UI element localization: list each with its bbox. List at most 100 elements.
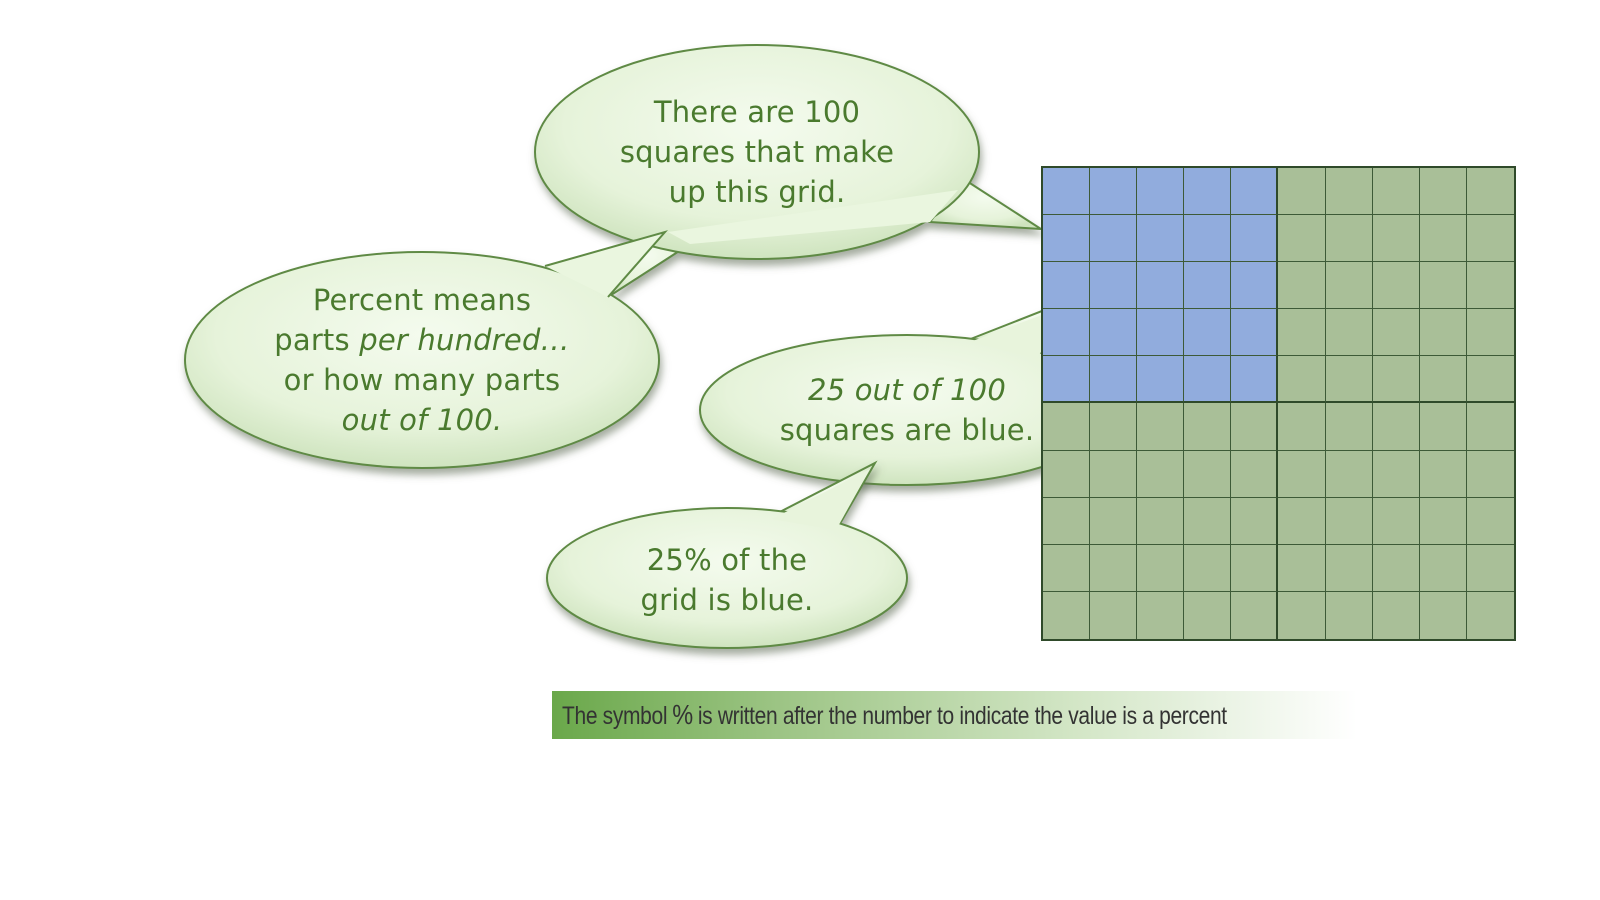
- grid-square-green: [1137, 591, 1185, 639]
- grid-count-line-3: up this grid.: [668, 175, 846, 209]
- grid-square-green: [1466, 262, 1514, 310]
- percent-meaning-bubble: [184, 251, 660, 469]
- grid-square-green: [1325, 168, 1373, 216]
- grid-square-green: [1372, 215, 1420, 263]
- grid-square-green: [1043, 591, 1091, 639]
- grid-square-green: [1090, 450, 1138, 498]
- grid-square-green: [1231, 544, 1279, 592]
- blue-percent-line-2: grid is blue.: [640, 583, 814, 617]
- grid-square-blue: [1184, 356, 1232, 404]
- grid-square-blue: [1231, 262, 1279, 310]
- percent-meaning-line-4: out of 100.: [232, 400, 612, 440]
- grid-square-green: [1466, 450, 1514, 498]
- grid-square-green: [1325, 262, 1373, 310]
- grid-square-blue: [1231, 168, 1279, 216]
- grid-square-blue: [1231, 356, 1279, 404]
- grid-square-green: [1184, 450, 1232, 498]
- grid-square-blue: [1184, 168, 1232, 216]
- grid-square-green: [1372, 591, 1420, 639]
- grid-square-green: [1137, 403, 1185, 451]
- grid-square-green: [1419, 262, 1467, 310]
- grid-square-green: [1372, 309, 1420, 357]
- grid-square-green: [1184, 403, 1232, 451]
- grid-square-green: [1466, 591, 1514, 639]
- grid-square-blue: [1137, 262, 1185, 310]
- grid-count-line-2: squares that make: [619, 135, 895, 169]
- grid-square-green: [1137, 497, 1185, 545]
- grid-square-green: [1278, 403, 1326, 451]
- grid-square-green: [1325, 450, 1373, 498]
- grid-square-blue: [1090, 356, 1138, 404]
- grid-square-blue: [1137, 309, 1185, 357]
- grid-square-green: [1278, 215, 1326, 263]
- grid-square-green: [1278, 591, 1326, 639]
- grid-square-green: [1137, 450, 1185, 498]
- caption-text: The symbol%is written after the number t…: [562, 691, 1227, 739]
- blue-count-line-2: squares are blue.: [779, 413, 1035, 447]
- grid-square-blue: [1137, 168, 1185, 216]
- percent-meaning-line-2-prefix: parts: [274, 323, 360, 357]
- percent-meaning-line-2-italic: per hundred…: [359, 323, 570, 357]
- grid-square-green: [1419, 309, 1467, 357]
- grid-square-blue: [1090, 309, 1138, 357]
- grid-square-blue: [1231, 215, 1279, 263]
- grid-square-green: [1137, 544, 1185, 592]
- hundred-square-grid: [1041, 166, 1516, 641]
- percent-meaning-line-3: or how many parts: [283, 363, 561, 397]
- grid-square-green: [1419, 168, 1467, 216]
- blue-percent-line-1: 25% of the: [646, 543, 808, 577]
- grid-square-blue: [1137, 215, 1185, 263]
- blue-count-line-1: 25 out of 100: [742, 370, 1072, 410]
- grid-square-green: [1231, 450, 1279, 498]
- grid-square-green: [1325, 403, 1373, 451]
- grid-square-green: [1372, 544, 1420, 592]
- grid-square-green: [1043, 403, 1091, 451]
- grid-square-green: [1278, 262, 1326, 310]
- percent-meaning-line-4-italic: out of 100.: [341, 403, 503, 437]
- percent-meaning-line-2: parts per hundred…: [232, 320, 612, 360]
- grid-count-bubble: [534, 44, 1045, 298]
- grid-square-green: [1184, 497, 1232, 545]
- grid-square-green: [1466, 215, 1514, 263]
- grid-square-green: [1325, 544, 1373, 592]
- grid-square-green: [1419, 544, 1467, 592]
- grid-square-blue: [1184, 215, 1232, 263]
- percent-symbol: %: [672, 699, 693, 730]
- grid-square-blue: [1090, 215, 1138, 263]
- grid-square-green: [1466, 403, 1514, 451]
- grid-square-green: [1372, 168, 1420, 216]
- grid-square-green: [1372, 450, 1420, 498]
- grid-square-green: [1278, 450, 1326, 498]
- grid-square-green: [1090, 403, 1138, 451]
- grid-square-blue: [1043, 168, 1091, 216]
- blue-count-line-1-italic: 25 out of 100: [808, 373, 1006, 407]
- grid-square-green: [1372, 262, 1420, 310]
- grid-square-green: [1090, 591, 1138, 639]
- grid-square-green: [1372, 403, 1420, 451]
- grid-square-green: [1090, 497, 1138, 545]
- caption-bar: The symbol%is written after the number t…: [552, 691, 1357, 739]
- grid-square-green: [1466, 356, 1514, 404]
- grid-square-green: [1419, 450, 1467, 498]
- grid-square-green: [1278, 309, 1326, 357]
- grid-count-bubble-tail: [544, 230, 668, 298]
- blue-percent-text: 25% of the grid is blue.: [587, 540, 867, 620]
- grid-square-green: [1231, 403, 1279, 451]
- grid-square-green: [1419, 356, 1467, 404]
- grid-square-blue: [1137, 356, 1185, 404]
- grid-square-green: [1043, 497, 1091, 545]
- blue-count-text: 25 out of 100 squares are blue.: [742, 370, 1072, 450]
- grid-square-green: [1419, 591, 1467, 639]
- percent-meaning-line-1: Percent means: [312, 283, 532, 317]
- grid-square-green: [1325, 497, 1373, 545]
- grid-square-blue: [1043, 356, 1091, 404]
- grid-square-blue: [1090, 262, 1138, 310]
- grid-square-green: [1466, 497, 1514, 545]
- grid-square-green: [1278, 356, 1326, 404]
- percent-meaning-text: Percent means parts per hundred… or how …: [232, 280, 612, 440]
- grid-square-green: [1419, 215, 1467, 263]
- grid-square-green: [1278, 544, 1326, 592]
- grid-square-green: [1325, 591, 1373, 639]
- grid-square-blue: [1231, 309, 1279, 357]
- grid-square-green: [1043, 450, 1091, 498]
